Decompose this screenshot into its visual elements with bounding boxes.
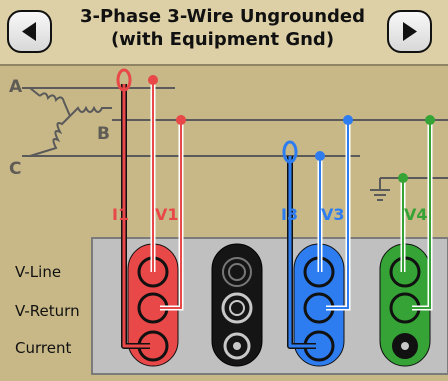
lead-v3-return [326, 115, 353, 311]
lead-i3 [282, 140, 316, 349]
probe-label-v3: V3 [321, 205, 345, 224]
probe-label-i1: I1 [112, 205, 130, 224]
probe-label-v1: V1 [155, 205, 179, 224]
row-label-v-line: V-Line [15, 263, 62, 281]
next-button[interactable] [387, 10, 432, 53]
title-line-2: (with Equipment Gnd) [110, 29, 335, 50]
phase-label-c: C [9, 159, 22, 179]
probe-label-i3: I3 [281, 205, 299, 224]
lead-v3-line [315, 151, 325, 272]
previous-button[interactable] [7, 10, 52, 53]
phase-label-b: B [97, 124, 110, 144]
wiring-diagram [22, 68, 448, 375]
transformer-symbol [29, 87, 112, 157]
row-label-v-return: V-Return [15, 302, 80, 320]
page-title: 3-Phase 3-Wire Ungrounded (with Equipmen… [60, 5, 385, 51]
probe-label-v4: V4 [404, 205, 428, 224]
lead-v4-return [412, 115, 435, 311]
phase-label-a: A [9, 77, 23, 97]
lead-v1-return [160, 115, 186, 311]
left-triangle-icon [22, 22, 36, 41]
lead-i1 [116, 68, 150, 349]
row-label-current: Current [15, 339, 72, 357]
header-bar: 3-Phase 3-Wire Ungrounded (with Equipmen… [0, 0, 448, 66]
ground-symbol [370, 177, 448, 201]
lead-v4-line [398, 173, 408, 272]
supply-lines [22, 87, 448, 157]
lead-v1-line [148, 75, 158, 272]
terminal-group-black [211, 243, 263, 367]
title-line-1: 3-Phase 3-Wire Ungrounded [79, 6, 366, 27]
right-triangle-icon [403, 22, 417, 41]
